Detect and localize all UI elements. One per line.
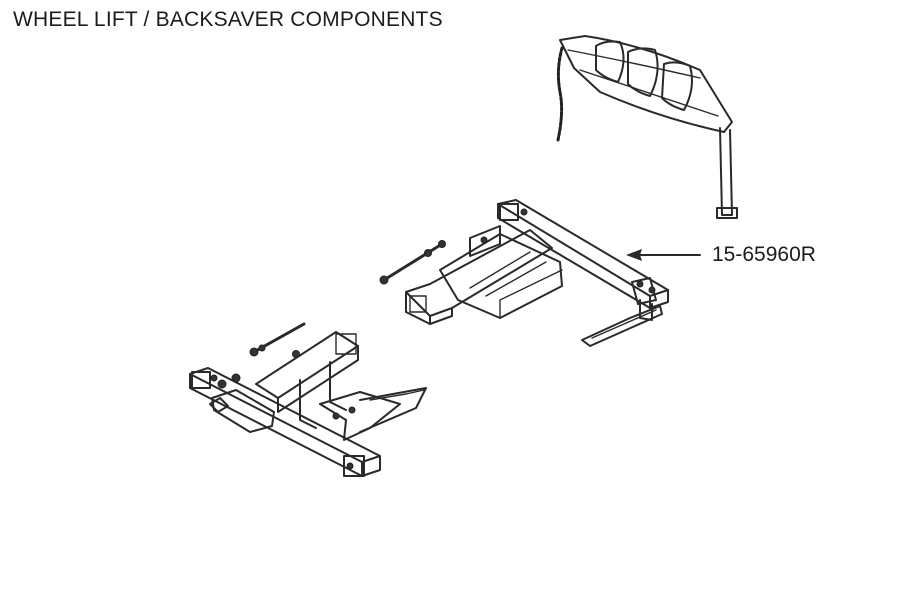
tire-strap-assembly	[556, 35, 738, 219]
page-title: WHEEL LIFT / BACKSAVER COMPONENTS	[13, 8, 443, 31]
wheel-lift-assembly-left	[189, 322, 427, 477]
backsaver-assembly-right	[379, 199, 669, 347]
part-number-label: 15-65960R	[712, 243, 816, 266]
callout-arrow	[626, 249, 701, 261]
